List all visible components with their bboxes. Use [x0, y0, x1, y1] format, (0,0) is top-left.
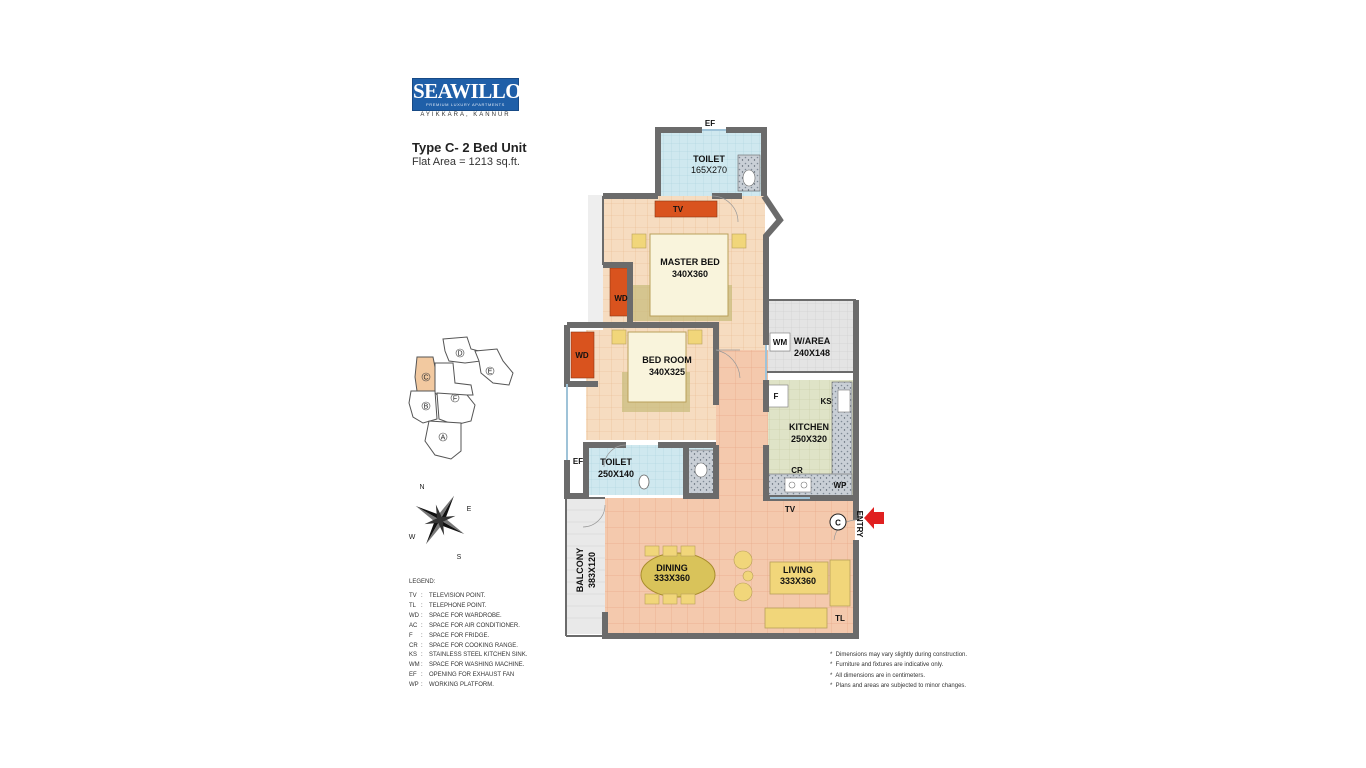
- keyplan-label-a: A: [441, 435, 446, 442]
- keyplan-block-f: [436, 392, 476, 426]
- room-dining-size: 333X360: [654, 573, 690, 583]
- label-wp: WP: [834, 481, 848, 490]
- key-plan: D E C B F A: [408, 336, 514, 460]
- room-bed-room-size: 340X325: [649, 367, 685, 377]
- legend-item: TV:TELEVISION POINT.: [409, 593, 486, 599]
- legend-item: WM:SPACE FOR WASHING MACHINE.: [409, 662, 525, 669]
- room-master-bed-size: 340X360: [672, 269, 708, 279]
- compass-west: W: [409, 534, 416, 541]
- compass-north: N: [419, 484, 424, 491]
- keyplan-block-b: [408, 390, 438, 424]
- label-unit-marker: C: [835, 519, 841, 528]
- plan-notes: * Dimensions may vary slightly during co…: [830, 650, 967, 691]
- brand-tagline: PREMIUM LUXURY APARTMENTS: [426, 102, 505, 107]
- legend-item: F:SPACE FOR FRIDGE.: [409, 632, 490, 639]
- room-toilet-common-size: 250X140: [598, 469, 634, 479]
- room-kitchen-size: 250X320: [791, 434, 827, 444]
- room-dining-name: DINING: [656, 563, 688, 573]
- legend-item: WP:WORKING PLATFORM.: [409, 682, 494, 689]
- keyplan-label-e: E: [488, 369, 493, 376]
- compass-rose: N E S W: [409, 484, 472, 561]
- room-w-area-name: W/AREA: [794, 336, 831, 346]
- note-item: * All dimensions are in centimeters.: [830, 672, 926, 679]
- unit-flat-area: Flat Area = 1213 sq.ft.: [412, 156, 520, 168]
- keyplan-label-b: B: [424, 404, 429, 411]
- legend-item: AC:SPACE FOR AIR CONDITIONER.: [409, 622, 520, 629]
- unit-type-title: Type C- 2 Bed Unit: [412, 140, 527, 155]
- label-tv-master: TV: [673, 205, 684, 214]
- room-living-size: 333X360: [780, 576, 816, 586]
- brand-location: AYIKKARA, KANNUR: [420, 112, 511, 118]
- label-wd-bedroom: WD: [575, 351, 589, 360]
- legend-list: TV:TELEVISION POINT. TL:TELEPHONE POINT.…: [409, 592, 527, 691]
- brand-logo: SEAWILLOW PREMIUM LUXURY APARTMENTS: [412, 78, 542, 111]
- label-tl: TL: [835, 614, 845, 623]
- note-item: * Plans and areas are subjected to minor…: [830, 682, 967, 689]
- room-living-name: LIVING: [783, 565, 813, 575]
- legend-item: WD:SPACE FOR WARDROBE.: [409, 612, 502, 619]
- compass-south: S: [457, 554, 462, 561]
- label-wm: WM: [773, 338, 788, 347]
- keyplan-label-f: F: [453, 396, 457, 403]
- label-wd-master: WD: [614, 294, 628, 303]
- legend-title: LEGEND:: [409, 579, 436, 585]
- legend-item: CR:SPACE FOR COOKING RANGE.: [409, 642, 518, 649]
- label-entry: ENTRY: [855, 511, 864, 538]
- room-toilet-master-name: TOILET: [693, 154, 725, 164]
- brand-name: SEAWILLOW: [413, 79, 542, 103]
- legend-item: KS:STAINLESS STEEL KITCHEN SINK.: [409, 652, 528, 659]
- label-ef-master-toilet: EF: [705, 119, 715, 128]
- room-balcony-size: 383X120: [587, 552, 597, 588]
- room-w-area-size: 240X148: [794, 348, 830, 358]
- compass-east: E: [467, 506, 472, 513]
- label-ks: KS: [820, 397, 832, 406]
- room-toilet-master-size: 165X270: [691, 165, 727, 175]
- label-ef-common-toilet: EF: [573, 457, 583, 466]
- keyplan-label-c: C: [423, 375, 428, 382]
- room-kitchen-name: KITCHEN: [789, 422, 829, 432]
- room-bed-room-name: BED ROOM: [642, 355, 692, 365]
- legend-item: TL:TELEPHONE POINT.: [409, 602, 487, 609]
- keyplan-block-e: [474, 348, 514, 386]
- keyplan-label-d: D: [457, 351, 462, 358]
- label-f: F: [774, 392, 779, 401]
- entry-arrow: [864, 507, 884, 529]
- room-toilet-common-name: TOILET: [600, 457, 632, 467]
- note-item: * Dimensions may vary slightly during co…: [830, 652, 968, 658]
- label-tv-living: TV: [785, 505, 796, 514]
- legend-item: EF:OPENING FOR EXHAUST FAN: [409, 672, 515, 679]
- keyplan-block-a: [424, 420, 462, 460]
- note-item: * Furniture and fixtures are indicative …: [830, 662, 944, 669]
- label-cr: CR: [791, 466, 803, 475]
- room-master-bed-name: MASTER BED: [660, 257, 720, 267]
- room-balcony-name: BALCONY: [575, 548, 585, 593]
